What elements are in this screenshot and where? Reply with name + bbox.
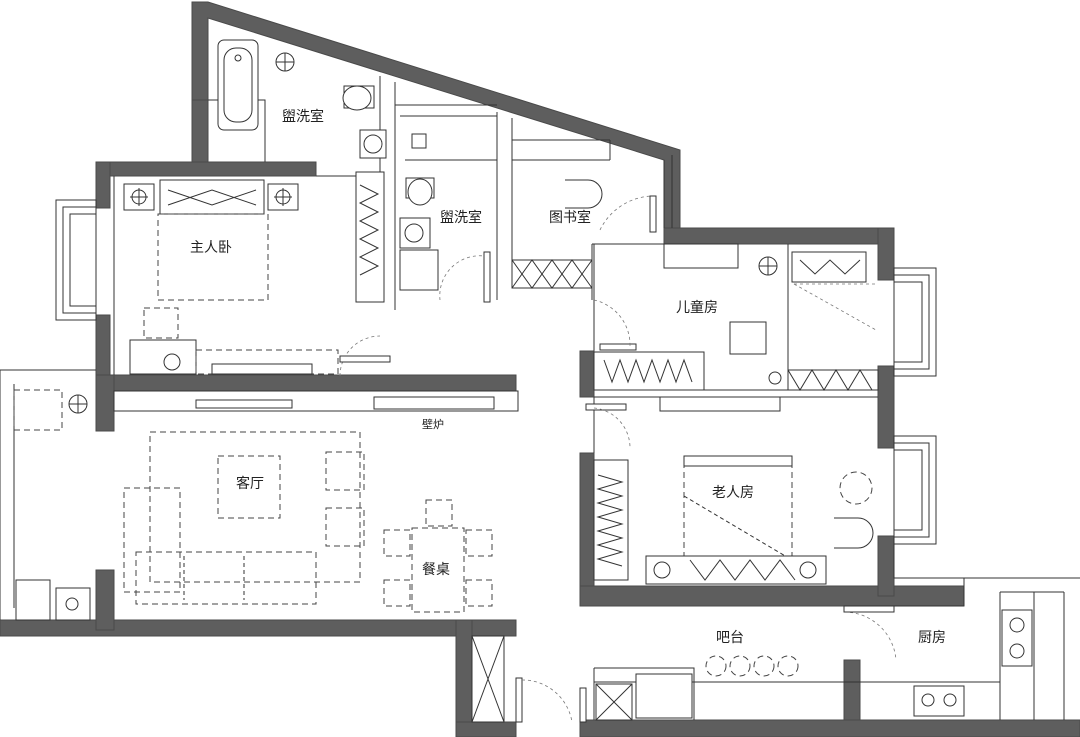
headboard [159,179,265,215]
wall-entry-bottom [455,721,517,737]
armchair-bottom [325,507,365,547]
window-master-left [55,199,97,321]
windows [55,155,937,545]
elder-wardrobe [593,459,629,581]
kids-bed-head [791,251,867,283]
dining-table [411,527,465,613]
elder-shelf [659,396,781,412]
dining-furniture: 餐桌 [383,499,493,613]
master-lamp-icon [163,353,181,371]
elder-bed-foot [645,555,827,585]
balcony-sink [55,587,91,621]
kitchen-sink [1001,609,1033,667]
elder-round-table [839,471,873,505]
kids-desk-chair [729,321,767,355]
bath-upper-fixtures: 盥洗室 [217,39,387,303]
bath-lower-fixtures: 盥洗室 [399,133,491,303]
kitchen-fixtures: 厨房 [843,605,1033,717]
bar-cabinet [635,673,693,719]
toilet-lower [405,177,435,206]
room-label-living-room: 客厅 [236,475,264,492]
wall-kitchen-bottom [579,719,1080,737]
bar-stool-1 [705,655,727,677]
sink-upper [359,129,387,159]
sofa [135,551,317,605]
wall-entry-left [455,619,473,737]
wall-living-left-top [95,374,115,432]
label-bar-counter: 吧台 [716,630,744,646]
coffee-table [217,455,281,519]
window-kids-right [893,267,937,377]
master-desk [129,339,197,375]
wall-elder-left [579,452,595,606]
label-dining-table: 餐桌 [422,562,450,578]
master-chair [143,307,179,339]
room-label-bath-upper: 盥洗室 [282,108,324,125]
wall-kitchen-pillar [843,659,861,721]
master-bed [157,213,269,301]
kids-shelf [663,243,739,269]
entry-fixtures [471,635,587,723]
room-label-study: 图书室 [549,209,591,226]
wall-kids-left [579,350,595,398]
window-elder-right [893,435,937,545]
lamp-icon-left [123,183,155,211]
wall-bath-left [191,99,209,163]
wall-kids-top [663,227,895,245]
room-label-elder-room: 老人房 [712,485,754,501]
wall-elder-bottom [579,585,965,607]
room-label-kitchen: 厨房 [918,630,946,646]
cabinet-lower [399,249,439,291]
toilet-upper [342,85,375,111]
study-fixtures: 图书室 [511,179,657,289]
wall-master-top [95,161,317,177]
kids-wardrobe [787,369,879,391]
bar-fixtures: 吧台 [595,630,799,721]
kids-room-furniture: 儿童房 [593,243,879,391]
wall-elder-right [877,535,895,597]
room-label-bath-lower: 盥洗室 [440,209,482,226]
wall-living-bottom [0,619,517,637]
wall-master-left-bottom [95,314,111,380]
elder-lamp-icon-left [653,561,671,579]
room-label-master-bedroom: 主人卧 [190,240,232,256]
living-rug [149,431,361,583]
window-study [663,155,673,228]
master-bedroom-furniture: 主人卧 [123,179,391,377]
elder-lamp-icon-right [799,561,817,579]
shower-icon [411,133,427,149]
sink-lower [399,217,431,249]
lamp-icon-right [267,183,299,211]
wall-living-left-bottom [95,569,115,631]
stove [913,685,965,717]
bar-stool-2 [729,655,751,677]
bar-stool-3 [753,655,775,677]
balcony-table [13,389,63,431]
label-fireplace: 壁炉 [422,417,444,431]
wall-center-horizontal [95,374,517,392]
wardrobe-corridor [355,171,385,303]
bar-stool-4 [777,655,799,677]
wall-master-left-top [95,161,111,209]
study-cabinet [511,259,593,289]
armchair-top [325,451,365,491]
washing-machine [15,579,51,621]
living-room-furniture: 客厅 [13,389,365,621]
kids-wardrobe-left [593,351,705,391]
elder-room-furniture: 老人房 [585,396,874,585]
wall-kids-right-top [877,227,895,281]
elder-armchair [834,517,874,549]
fireplace-group: 壁炉 [113,390,519,431]
study-chair [565,179,603,209]
master-tv-cabinet [195,349,339,375]
room-label-kids-room: 儿童房 [676,299,718,316]
wall-kids-right-bottom [877,365,895,449]
sofa-chaise [123,487,181,593]
elder-bed [683,459,793,557]
